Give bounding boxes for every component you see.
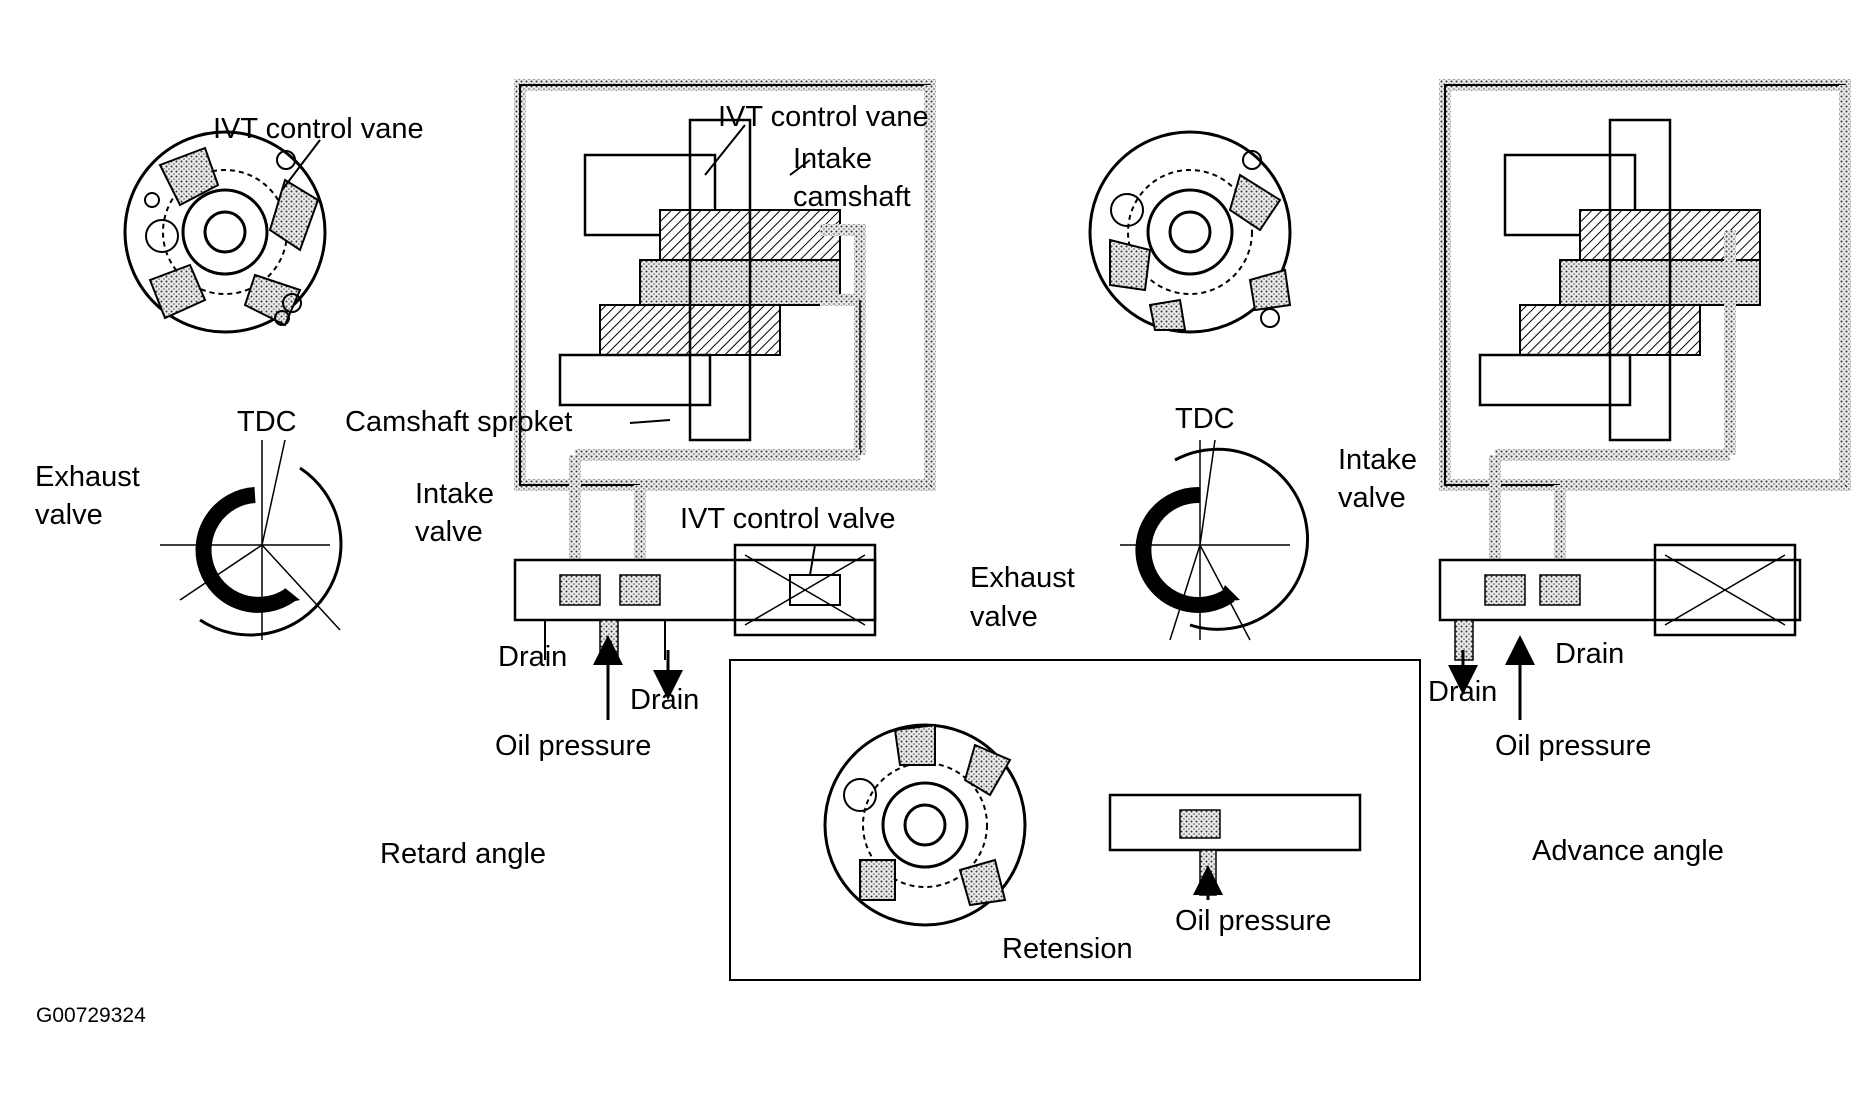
advance-intake-line2: valve bbox=[1338, 482, 1406, 514]
retard-exhaust-line1: Exhaust bbox=[35, 461, 140, 493]
retard-intake-vane-label: IVT control vane bbox=[718, 101, 929, 133]
retard-vane-rotor bbox=[123, 130, 327, 334]
advance-exhaust-line2: valve bbox=[970, 601, 1038, 633]
control-valve-label: IVT control valve bbox=[680, 503, 895, 535]
advance-timing-circle bbox=[1120, 439, 1309, 641]
advance-intake-line1: Intake bbox=[1338, 444, 1417, 476]
retension-caption: Retension bbox=[1002, 933, 1133, 965]
advance-tdc: TDC bbox=[1175, 403, 1235, 435]
labels: IVT control vane IVT control vane Intake… bbox=[35, 101, 1724, 1027]
retard-timing-circle bbox=[160, 439, 343, 640]
retard-cam-assembly bbox=[513, 79, 936, 720]
retard-exhaust-line2: valve bbox=[35, 499, 103, 531]
retension-panel bbox=[729, 659, 1421, 981]
retard-intake-line1: Intake bbox=[415, 478, 494, 510]
advance-caption: Advance angle bbox=[1532, 835, 1724, 867]
retard-intake-line2: valve bbox=[415, 516, 483, 548]
retard-drain-left: Drain bbox=[498, 641, 567, 673]
retension-oil-pressure: Oil pressure bbox=[1175, 905, 1331, 937]
retard-caption: Retard angle bbox=[380, 838, 546, 870]
retard-oil-pressure: Oil pressure bbox=[495, 730, 651, 762]
retard-vane-label: IVT control vane bbox=[213, 113, 424, 145]
advance-drain-right: Drain bbox=[1555, 638, 1624, 670]
advance-exhaust-line1: Exhaust bbox=[970, 562, 1075, 594]
retard-drain-right: Drain bbox=[630, 684, 699, 716]
advance-vane-rotor bbox=[1088, 130, 1292, 334]
advance-oil-pressure: Oil pressure bbox=[1495, 730, 1651, 762]
intake-camshaft-line2: camshaft bbox=[793, 181, 911, 213]
intake-camshaft-line1: Intake bbox=[793, 143, 872, 175]
advance-cam-assembly bbox=[1438, 79, 1851, 720]
sprocket-label: Camshaft sproket bbox=[345, 406, 572, 438]
retard-tdc: TDC bbox=[237, 406, 297, 438]
figure-code: G00729324 bbox=[36, 1004, 146, 1027]
advance-drain-left: Drain bbox=[1428, 676, 1497, 708]
